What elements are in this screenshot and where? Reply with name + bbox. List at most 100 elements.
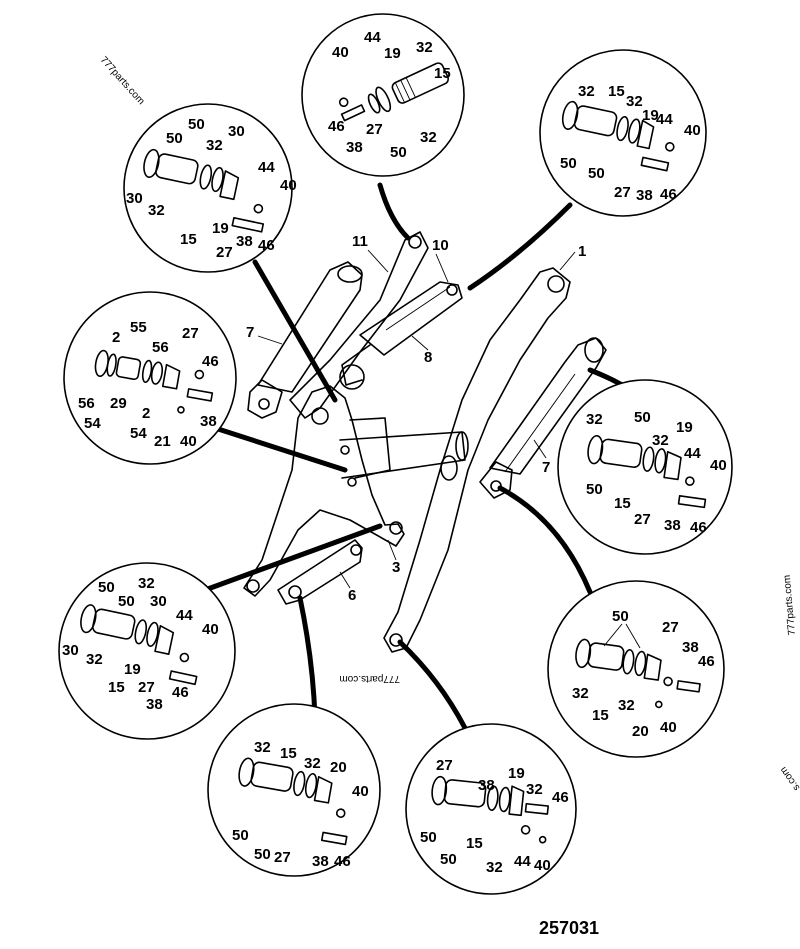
callout-label: 27 bbox=[366, 121, 383, 138]
callout-label: 19 bbox=[124, 661, 141, 678]
callout-label: 27 bbox=[436, 757, 453, 774]
callout-label: 50 bbox=[612, 608, 629, 625]
callout-label: 21 bbox=[154, 433, 171, 450]
callout-label: 27 bbox=[216, 244, 233, 261]
callout-label: 40 bbox=[660, 719, 677, 736]
callout-middle-right: 32 50 19 32 44 40 50 15 27 38 46 bbox=[557, 379, 733, 555]
callout-label: 38 bbox=[346, 139, 363, 156]
callout-label: 44 bbox=[684, 445, 701, 462]
callout-label: 15 bbox=[466, 835, 483, 852]
callout-label: 46 bbox=[334, 853, 351, 870]
part-label-10: 10 bbox=[432, 237, 449, 254]
callout-label: 38 bbox=[312, 853, 329, 870]
callout-label: 46 bbox=[258, 237, 275, 254]
callout-label: 50 bbox=[560, 155, 577, 172]
main-assembly bbox=[243, 231, 607, 653]
callout-label: 44 bbox=[364, 29, 381, 46]
callout-label: 56 bbox=[152, 339, 169, 356]
callout-label: 15 bbox=[180, 231, 197, 248]
part-label-7-left: 7 bbox=[246, 324, 254, 341]
callout-lower-right: 50 27 38 46 32 15 32 20 40 bbox=[547, 580, 725, 758]
callout-label: 50 bbox=[232, 827, 249, 844]
callout-label: 38 bbox=[236, 233, 253, 250]
callout-label: 27 bbox=[182, 325, 199, 342]
callout-label: 40 bbox=[332, 44, 349, 61]
callout-label: 50 bbox=[254, 846, 271, 863]
callout-label: 50 bbox=[420, 829, 437, 846]
part-label-11: 11 bbox=[352, 233, 368, 250]
watermark: 777parts.com bbox=[339, 673, 400, 684]
callout-label: 32 bbox=[578, 83, 595, 100]
callout-label: 27 bbox=[634, 511, 651, 528]
part-label-3: 3 bbox=[392, 559, 400, 576]
callout-label: 40 bbox=[710, 457, 727, 474]
callout-label: 44 bbox=[656, 111, 673, 128]
callout-label: 32 bbox=[304, 755, 321, 772]
callout-label: 32 bbox=[586, 411, 603, 428]
callout-label: 32 bbox=[572, 685, 589, 702]
callout-top-right: 32 15 32 19 44 40 50 50 27 38 46 bbox=[539, 49, 707, 217]
watermark: 777parts.com bbox=[782, 574, 798, 635]
callout-label: 56 bbox=[78, 395, 95, 412]
callout-label: 44 bbox=[514, 853, 531, 870]
callout-label: 54 bbox=[84, 415, 101, 432]
callout-label: 2 bbox=[142, 405, 150, 422]
part-label-7-right: 7 bbox=[542, 459, 550, 476]
callout-label: 32 bbox=[526, 781, 543, 798]
callout-label: 46 bbox=[698, 653, 715, 670]
callout-label: 38 bbox=[636, 187, 653, 204]
callout-label: 38 bbox=[200, 413, 217, 430]
callout-label: 2 bbox=[112, 329, 120, 346]
callout-label: 19 bbox=[642, 107, 659, 124]
callout-label: 15 bbox=[592, 707, 609, 724]
callout-label: 15 bbox=[108, 679, 125, 696]
callout-label: 19 bbox=[676, 419, 693, 436]
callout-label: 19 bbox=[508, 765, 525, 782]
callout-label: 30 bbox=[150, 593, 167, 610]
callout-top-center: 40 44 19 32 15 46 27 38 50 32 bbox=[301, 13, 465, 177]
reference-number: 257031 bbox=[539, 918, 599, 938]
callout-label: 46 bbox=[660, 186, 677, 203]
callout-label: 40 bbox=[202, 621, 219, 638]
callout-label: 50 bbox=[166, 130, 183, 147]
callout-label: 15 bbox=[280, 745, 297, 762]
callout-label: 27 bbox=[138, 679, 155, 696]
callout-label: 27 bbox=[662, 619, 679, 636]
callout-label: 30 bbox=[126, 190, 143, 207]
callout-label: 15 bbox=[614, 495, 631, 512]
callout-label: 55 bbox=[130, 319, 147, 336]
callout-label: 15 bbox=[434, 65, 451, 82]
callout-label: 46 bbox=[690, 519, 707, 536]
callout-label: 32 bbox=[148, 202, 165, 219]
callout-label: 30 bbox=[228, 123, 245, 140]
callout-label: 19 bbox=[212, 220, 229, 237]
callout-label: 30 bbox=[62, 642, 79, 659]
callout-label: 32 bbox=[86, 651, 103, 668]
callout-label: 46 bbox=[202, 353, 219, 370]
part-label-6: 6 bbox=[348, 587, 356, 604]
callout-label: 20 bbox=[632, 723, 649, 740]
callout-label: 32 bbox=[618, 697, 635, 714]
callout-label: 20 bbox=[330, 759, 347, 776]
callout-label: 32 bbox=[420, 129, 437, 146]
callout-label: 54 bbox=[130, 425, 147, 442]
part-label-1: 1 bbox=[578, 243, 586, 260]
callout-middle-left: 2 55 56 27 46 56 29 2 54 54 21 40 38 bbox=[63, 291, 237, 465]
callout-label: 40 bbox=[352, 783, 369, 800]
callout-bottom-right: 27 19 38 32 46 50 15 50 44 40 32 bbox=[405, 723, 577, 895]
callout-label: 32 bbox=[626, 93, 643, 110]
callout-lower-left: 50 32 50 30 44 40 30 32 15 19 27 46 38 bbox=[58, 562, 236, 740]
callout-label: 40 bbox=[180, 433, 197, 450]
callout-label: 40 bbox=[534, 857, 551, 874]
callout-label: 27 bbox=[274, 849, 291, 866]
callout-label: 46 bbox=[328, 118, 345, 135]
callout-label: 50 bbox=[188, 116, 205, 133]
callout-label: 32 bbox=[254, 739, 271, 756]
watermark: 777parts.com bbox=[98, 55, 147, 107]
callout-label: 50 bbox=[98, 579, 115, 596]
callout-label: 19 bbox=[384, 45, 401, 62]
callout-label: 38 bbox=[682, 639, 699, 656]
callout-label: 46 bbox=[552, 789, 569, 806]
callout-label: 32 bbox=[486, 859, 503, 876]
